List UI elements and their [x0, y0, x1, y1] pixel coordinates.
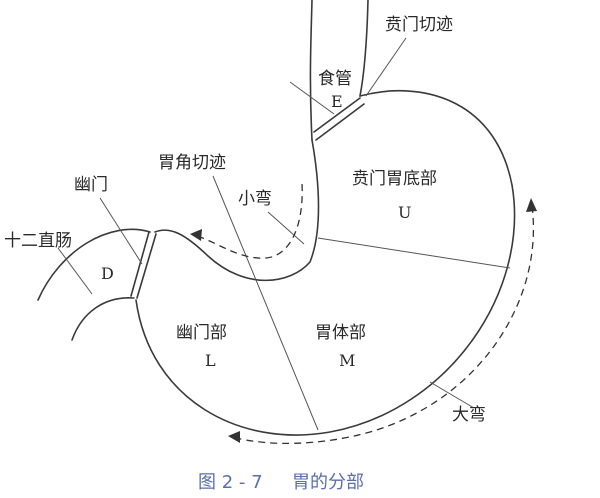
duodenum-lower-wall	[71, 297, 135, 341]
pylorus-sphincter-right	[136, 233, 157, 299]
cardia-sphincter-upper	[313, 97, 361, 133]
greater-curvature-contour	[135, 90, 516, 436]
pylorus-label: 幽门	[74, 175, 108, 195]
cardiac-notch-label: 贲门切迹	[385, 15, 453, 35]
figure-number: 图 2 - 7	[198, 472, 263, 493]
greater-curvature-label: 大弯	[452, 405, 486, 425]
duodenum-label: 十二直肠	[4, 231, 72, 251]
pyloric-letter: L	[205, 351, 216, 370]
greater-curvature-dashed-arrow	[235, 205, 534, 445]
lesser-curvature-label: 小弯	[238, 189, 272, 209]
figure-title: 胃的分部	[292, 472, 364, 493]
duodenum-letter: D	[101, 264, 114, 283]
lesser-curvature-leader	[267, 211, 305, 245]
esophagus-label: 食管	[318, 69, 352, 89]
pylorus-sphincter-left	[130, 231, 150, 297]
fundus-body-divider	[317, 237, 511, 269]
fundus-cardia-label: 贲门胃底部	[352, 169, 437, 189]
esophagus-left-wall	[309, 0, 313, 141]
body-label: 胃体部	[315, 323, 366, 343]
pylorus-leader	[99, 197, 143, 265]
lesser-curvature-contour	[154, 139, 320, 282]
lesser-curvature-dashed-arrow	[195, 183, 303, 259]
lesser-curvature-arrowhead	[190, 229, 202, 241]
angular-notch-label: 胃角切迹	[158, 153, 226, 173]
pyloric-part-label: 幽门部	[176, 323, 227, 343]
body-letter: M	[339, 351, 355, 370]
fundus-letter: U	[398, 203, 411, 222]
greater-curvature-leader	[429, 381, 475, 409]
angular-notch-leader	[212, 175, 319, 431]
esophagus-right-wall	[359, 0, 369, 97]
esophagus-letter: E	[331, 92, 343, 111]
esophagus-leader	[289, 81, 335, 115]
cardiac-notch-leader	[365, 37, 407, 97]
cardia-sphincter-lower	[315, 103, 365, 141]
greater-curvature-arrowhead-bottom	[228, 431, 240, 443]
greater-curvature-arrowhead-top	[526, 198, 537, 212]
duodenum-leader	[57, 247, 93, 295]
duodenum-upper-wall	[37, 228, 151, 301]
